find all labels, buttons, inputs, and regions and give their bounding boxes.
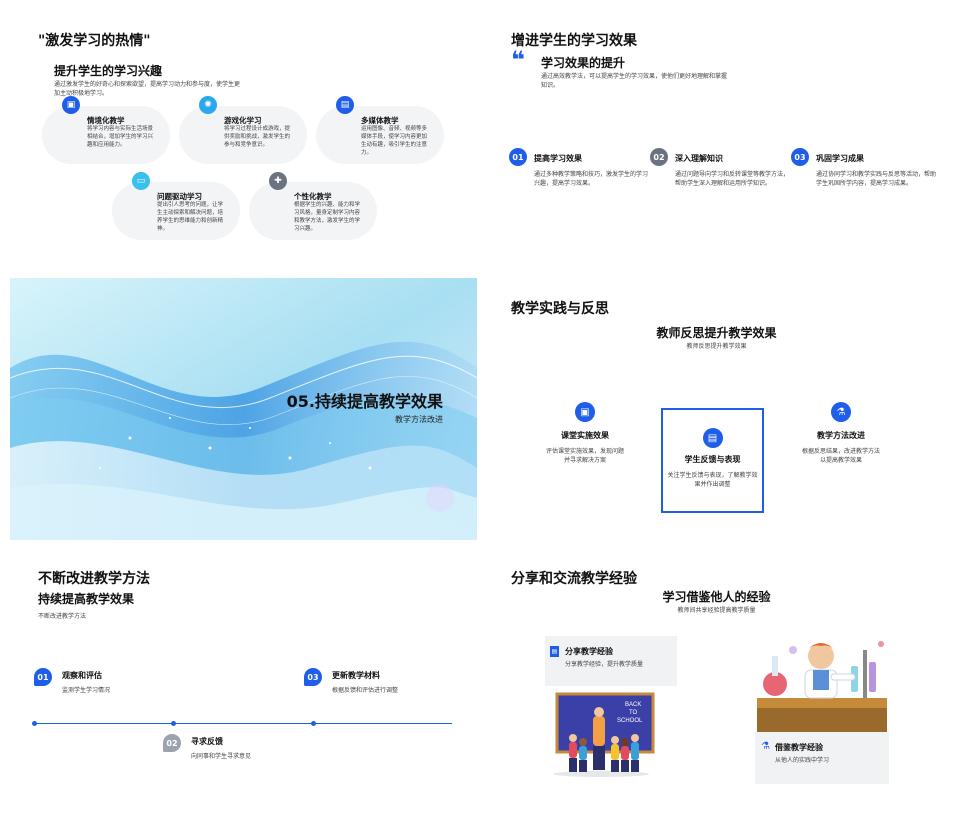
item-text: 评估课堂实施效果，发现问题并寻求解决方案 <box>545 448 624 464</box>
slide-subtitle: 持续提高教学效果 <box>38 592 135 606</box>
item-3: ⚗ 教学方法改进 根据反思结果，改进教学方法以提高教学效果 <box>801 402 881 465</box>
step-badge: 01 <box>34 668 52 686</box>
slide-subtitle: 学习借鉴他人的经验 <box>662 590 771 604</box>
slide-3[interactable]: 05.持续提高教学效果 教学方法改进 <box>10 278 477 540</box>
slide-5[interactable]: 不断改进教学方法 持续提高教学效果 不断改进教学方法 01 观察和评估 监测学生… <box>10 546 477 808</box>
board-text-school: SCHOOL <box>617 718 643 724</box>
card-text: 提出引人思考的问题，让学生主动探索和解决问题，培养学生的思维能力和创新精神。 <box>157 202 224 232</box>
item-text: 通过问题导向学习和反转课堂等教学方法，帮助学生深入理解和运用所学知识。 <box>675 171 790 187</box>
borrow-card: ⚗ 借鉴教学经验 从他人的实践中学习 <box>755 732 889 784</box>
item-text: 通过协同学习和教学实践与反思等活动，帮助学生巩固所学内容，提高学习成果。 <box>816 171 937 187</box>
timeline-dot <box>311 721 316 726</box>
step-badge: 03 <box>304 668 322 686</box>
slide-2[interactable]: 增进学生的学习效果 ❝ 学习效果的提升 通过高效教学法，可以提高学生的学习效果，… <box>483 10 950 272</box>
item-title: 深入理解知识 <box>675 154 723 163</box>
document-icon: ▤ <box>550 646 559 657</box>
card-3: ▤ 多媒体教学 运用图像、音频、视频等多媒体手段，使学习内容更加生动有趣，吸引学… <box>316 96 444 164</box>
item-title: 课堂实施效果 <box>561 431 609 440</box>
step-text: 监测学生学习情况 <box>62 687 111 694</box>
board-text-to: TO <box>629 710 638 716</box>
share-card: ▤ 分享教学经验 分享教学经验，提升教学质量 <box>545 636 677 686</box>
slide-1[interactable]: "激发学习的热情" 提升学生的学习兴趣 通过激发学生的好奇心和探索欲望，提高学习… <box>10 10 477 272</box>
card-title: 游戏化学习 <box>224 116 262 125</box>
card-text: 将学习内容与实际生活场景相结合，增加学生的学习兴趣和应用能力。 <box>87 126 154 148</box>
card-title: 多媒体教学 <box>361 116 399 125</box>
slide-description: 不断改进教学方法 <box>38 613 87 620</box>
card-title: 问题驱动学习 <box>157 192 202 201</box>
step-title: 观察和评估 <box>62 671 102 680</box>
card-5: ✚ 个性化教学 根据学生的兴趣、能力和学习风格，量身定制学习内容和教学方法，激发… <box>249 172 377 240</box>
card-title: 借鉴教学经验 <box>775 743 823 752</box>
item-title: 提高学习效果 <box>534 154 582 163</box>
card-text: 分享教学经验，提升教学质量 <box>565 661 644 668</box>
card-title: 个性化教学 <box>294 192 332 201</box>
flask-icon: ⚗ <box>761 741 770 752</box>
step-text: 根据反馈和评估进行调整 <box>332 687 399 694</box>
section-title: 05.持续提高教学效果 <box>286 392 443 411</box>
scientist-illustration <box>757 641 887 732</box>
puzzle-icon: ✚ <box>269 172 287 190</box>
item-text: 关注学生反馈与表现，了解教学效果并作出调整 <box>667 472 758 488</box>
number-badge: 03 <box>791 148 809 166</box>
card-text: 运用图像、音频、视频等多媒体手段，使学习内容更加生动有趣，吸引学生的注意力。 <box>361 126 428 156</box>
slide-title: "激发学习的热情" <box>38 33 151 49</box>
item-text: 根据反思结果，改进教学方法以提高教学效果 <box>801 448 880 464</box>
gear-icon: ✺ <box>199 96 217 114</box>
number-badge: 01 <box>509 148 527 166</box>
card-text: 将学习过程设计成游戏，提供奖励和挑战，激发学生的参与和竞争意识。 <box>224 126 291 148</box>
slide-description: 通过激发学生的好奇心和探索欲望，提高学习动力和参与度，使学生更加主动积极地学习。 <box>54 81 241 97</box>
slide-title: 教学实践与反思 <box>511 301 609 317</box>
flask-icon: ⚗ <box>831 402 851 422</box>
card-1: ▣ 情境化教学 将学习内容与实际生活场景相结合，增加学生的学习兴趣和应用能力。 <box>42 96 170 164</box>
back-to-school-illustration: BACK TO SCHOOL <box>553 692 655 777</box>
slide-title: 不断改进教学方法 <box>38 571 150 587</box>
media-icon: ▤ <box>336 96 354 114</box>
section-subtitle: 教学方法改进 <box>395 415 443 424</box>
slide-subtitle: 教师反思提升教学效果 <box>656 326 777 340</box>
item-title: 教学方法改进 <box>817 431 865 440</box>
board-text-back: BACK <box>625 702 641 708</box>
timeline-line <box>34 723 452 724</box>
slide-4[interactable]: 教学实践与反思 教师反思提升教学效果 教师反思提升教学效果 ▣ 课堂实施效果 评… <box>483 278 950 540</box>
wave-background-image <box>10 278 477 540</box>
slide-description: 通过高效教学法，可以提高学生的学习效果，使他们更好地理解和掌握知识。 <box>541 73 728 89</box>
item-text: 通过多种教学策略和技巧，激发学生的学习兴趣，提高学习效果。 <box>534 171 649 187</box>
image-icon: ▣ <box>62 96 80 114</box>
item-title: 巩固学习成果 <box>816 154 864 163</box>
card-4: ▭ 问题驱动学习 提出引人思考的问题，让学生主动探索和解决问题，培养学生的思维能… <box>112 172 240 240</box>
timeline-dot <box>171 721 176 726</box>
item-2-highlighted: ▤ 学生反馈与表现 关注学生反馈与表现，了解教学效果并作出调整 <box>661 408 764 513</box>
step-text: 向同事和学生寻求意见 <box>191 753 252 760</box>
card-text: 从他人的实践中学习 <box>775 757 830 764</box>
timeline-dot <box>32 721 37 726</box>
card-title: 分享教学经验 <box>565 647 613 656</box>
card-2: ✺ 游戏化学习 将学习过程设计成游戏，提供奖励和挑战，激发学生的参与和竞争意识。 <box>179 96 307 164</box>
item-1: ▣ 课堂实施效果 评估课堂实施效果，发现问题并寻求解决方案 <box>545 402 625 465</box>
card-text: 根据学生的兴趣、能力和学习风格，量身定制学习内容和教学方法，激发学生的学习兴趣。 <box>294 202 361 232</box>
slide-title: 增进学生的学习效果 <box>511 33 637 49</box>
slide-title: 分享和交流教学经验 <box>511 571 637 587</box>
slide-6[interactable]: 分享和交流教学经验 学习借鉴他人的经验 教师间共享经验提高教学质量 ▤ 分享教学… <box>483 546 950 808</box>
quote-icon: ❝ <box>511 46 526 74</box>
step-title: 寻求反馈 <box>191 737 223 746</box>
item-title: 学生反馈与表现 <box>684 455 741 464</box>
slide-description: 教师反思提升教学效果 <box>686 343 747 350</box>
document-icon: ▤ <box>702 428 723 448</box>
card-title: 情境化教学 <box>87 116 125 125</box>
slide-subtitle: 提升学生的学习兴趣 <box>54 64 163 78</box>
image-icon: ▣ <box>575 402 595 422</box>
slide-subtitle: 学习效果的提升 <box>541 56 626 70</box>
screen-icon: ▭ <box>132 172 150 190</box>
slide-description: 教师间共享经验提高教学质量 <box>677 607 756 614</box>
number-badge: 02 <box>650 148 668 166</box>
step-badge: 02 <box>163 734 181 752</box>
step-title: 更新教学材料 <box>332 671 380 680</box>
